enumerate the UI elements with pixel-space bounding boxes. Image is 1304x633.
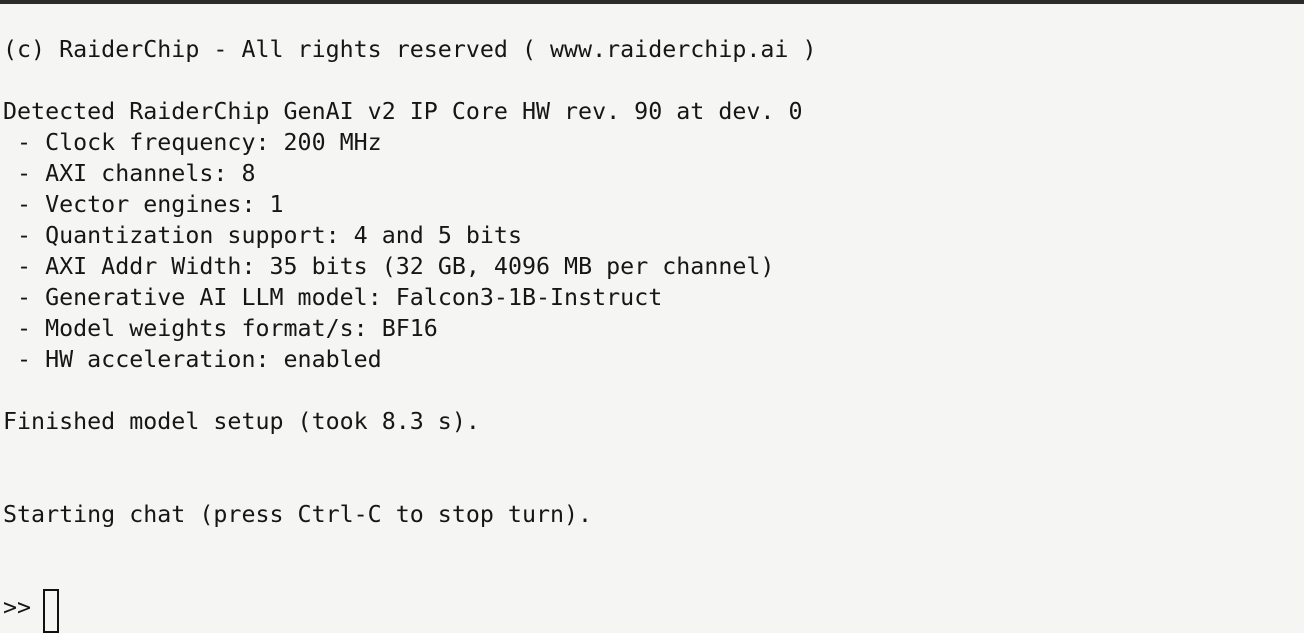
- property-value: 1: [269, 191, 284, 218]
- device-property-llm-model: - Generative AI LLM model: Falcon3-1B-In…: [3, 282, 1296, 313]
- bullet-dash: -: [3, 315, 46, 342]
- window-top-border: [0, 0, 1304, 4]
- property-label: Vector engines: [45, 191, 242, 218]
- property-separator: :: [241, 191, 270, 218]
- blank-line: [3, 437, 1296, 468]
- bullet-dash: -: [3, 346, 46, 373]
- property-separator: :: [353, 315, 382, 342]
- device-property-axi-addr-width: - AXI Addr Width: 35 bits (32 GB, 4096 M…: [3, 251, 1296, 282]
- device-property-hw-acceleration: - HW acceleration: enabled: [3, 344, 1296, 375]
- device-property-axi-channels: - AXI channels: 8: [3, 158, 1296, 189]
- property-value: 4 and 5 bits: [353, 222, 522, 249]
- property-label: AXI channels: [45, 160, 214, 187]
- blank-line: [3, 561, 1296, 592]
- property-label: Model weights format/s: [45, 315, 354, 342]
- property-label: Generative AI LLM model: [45, 284, 368, 311]
- property-label: HW acceleration: [45, 346, 256, 373]
- property-value: enabled: [283, 346, 382, 373]
- property-label: AXI Addr Width: [45, 253, 242, 280]
- chat-input-line[interactable]: >>: [3, 589, 1296, 633]
- device-property-quantization-support: - Quantization support: 4 and 5 bits: [3, 220, 1296, 251]
- blank-line: [3, 65, 1296, 96]
- prompt-symbol: >>: [3, 594, 46, 621]
- bullet-dash: -: [3, 129, 46, 156]
- property-value: 200 MHz: [283, 129, 382, 156]
- property-value: BF16: [381, 315, 438, 342]
- property-label: Quantization support: [45, 222, 326, 249]
- bullet-dash: -: [3, 253, 46, 280]
- property-separator: :: [213, 160, 242, 187]
- device-property-clock-frequency: - Clock frequency: 200 MHz: [3, 127, 1296, 158]
- property-label: Clock frequency: [45, 129, 256, 156]
- bullet-dash: -: [3, 222, 46, 249]
- property-value: 35 bits (32 GB, 4096 MB per channel): [269, 253, 775, 280]
- device-property-weights-format: - Model weights format/s: BF16: [3, 313, 1296, 344]
- chat-start-status: Starting chat (press Ctrl-C to stop turn…: [3, 501, 593, 528]
- property-value: Falcon3-1B-Instruct: [395, 284, 663, 311]
- bullet-dash: -: [3, 284, 46, 311]
- property-separator: :: [325, 222, 354, 249]
- text-cursor[interactable]: [43, 589, 59, 633]
- blank-line: [3, 468, 1296, 499]
- property-separator: :: [367, 284, 396, 311]
- property-separator: :: [241, 253, 270, 280]
- setup-complete-status: Finished model setup (took 8.3 s).: [3, 408, 480, 435]
- bullet-dash: -: [3, 191, 46, 218]
- terminal-screen: (c) RaiderChip - All rights reserved ( w…: [0, 4, 1304, 633]
- copyright-line: (c) RaiderChip - All rights reserved ( w…: [3, 36, 817, 63]
- property-separator: :: [255, 346, 284, 373]
- device-property-vector-engines: - Vector engines: 1: [3, 189, 1296, 220]
- bullet-dash: -: [3, 160, 46, 187]
- property-separator: :: [255, 129, 284, 156]
- property-value: 8: [241, 160, 256, 187]
- blank-line: [3, 375, 1296, 406]
- detection-header: Detected RaiderChip GenAI v2 IP Core HW …: [3, 98, 803, 125]
- blank-line: [3, 530, 1296, 561]
